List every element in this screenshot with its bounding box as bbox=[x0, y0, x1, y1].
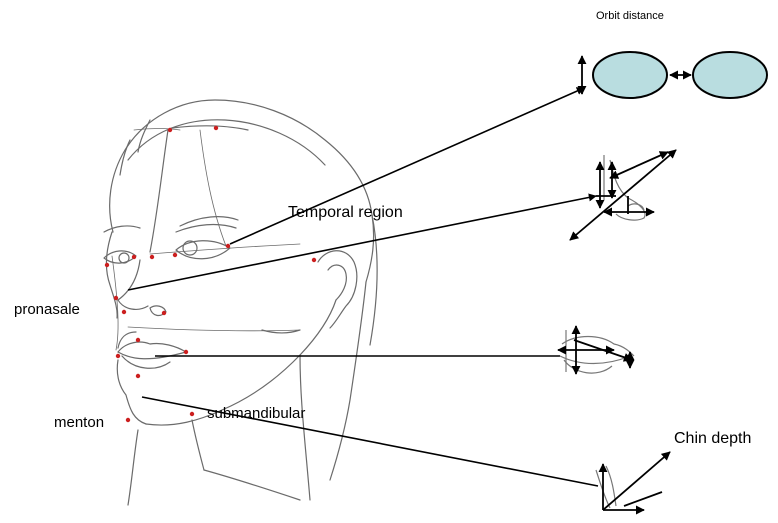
orbit-diagram-icon bbox=[582, 52, 767, 98]
chin-diagram-icon bbox=[596, 452, 670, 510]
orbit-distance-label: Orbit distance bbox=[596, 11, 664, 22]
pronasale-label: pronasale bbox=[14, 302, 80, 317]
submandibular-label: submandibular bbox=[207, 406, 305, 421]
lips-diagram-icon bbox=[558, 326, 634, 374]
temporal-region-label: Temporal region bbox=[288, 205, 403, 221]
chin-depth-label: Chin depth bbox=[674, 431, 751, 447]
connector-lines bbox=[128, 88, 598, 486]
menton-label: menton bbox=[54, 415, 104, 430]
face-sketch-icon bbox=[104, 100, 377, 505]
nose-diagram-icon bbox=[570, 150, 676, 240]
